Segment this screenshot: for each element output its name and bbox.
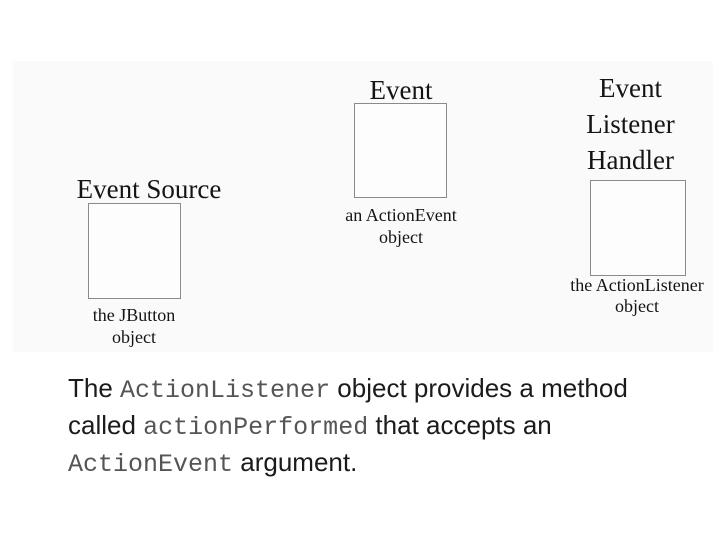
event-diagram-image: Event Source the JButton object Event an… (13, 61, 713, 352)
actionperformed-code-text: actionPerformed (143, 413, 369, 442)
jbutton-object-label-line1: the JButton (92, 305, 176, 325)
actionlistener-object-label-line2: object (615, 296, 659, 316)
jbutton-object-box (88, 203, 181, 299)
actionlistener-object-label-line1: the ActionListener (570, 275, 704, 295)
actionevent-object-label-line2: object (379, 227, 423, 247)
actionlistener-object-box (590, 180, 686, 276)
actionlistener-object-label: the ActionListener object (553, 275, 720, 317)
actionevent-object-label: an ActionEvent object (331, 204, 471, 248)
jbutton-object-label: the JButton object (64, 304, 204, 348)
body-text-sans: called (68, 410, 144, 440)
actionlistener-code-text: ActionListener (120, 376, 331, 405)
body-text-sans: that accepts an (368, 410, 552, 440)
event-listener-handler-title: Event Listener Handler (553, 70, 708, 178)
event-listener-handler-title-line1: Event (599, 73, 662, 103)
body-text-line3: ActionEvent argument. (68, 445, 698, 482)
body-text-sans: object provides a method (330, 373, 628, 403)
event-listener-handler-title-line3: Handler (587, 145, 674, 175)
actionevent-object-label-line1: an ActionEvent (345, 205, 457, 225)
body-text-sans: The (68, 373, 121, 403)
event-title: Event (369, 75, 433, 105)
body-text-line2: called actionPerformed that accepts an (68, 408, 698, 445)
body-text-sans: argument. (233, 447, 358, 477)
event-source-title: Event Source (76, 174, 222, 204)
actionevent-object-box (354, 103, 447, 198)
body-text: The ActionListener object provides a met… (68, 371, 698, 482)
event-listener-handler-title-line2: Listener (586, 109, 675, 139)
body-text-line1: The ActionListener object provides a met… (68, 371, 698, 408)
jbutton-object-label-line2: object (112, 327, 156, 347)
actionevent-code-text: ActionEvent (68, 450, 234, 479)
